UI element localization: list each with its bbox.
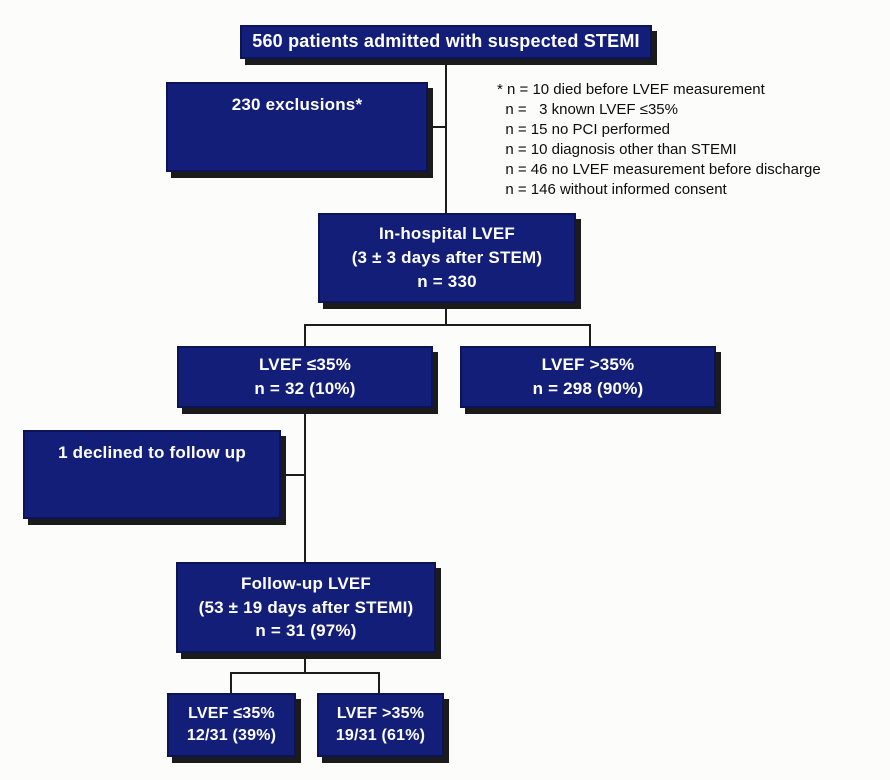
box-text-line: LVEF ≤35% bbox=[188, 704, 275, 722]
box-text-line: 1 declined to follow up bbox=[58, 443, 246, 462]
footnote-line: * n = 10 died before LVEF measurement bbox=[497, 81, 765, 98]
footnote-line: n = 146 without informed consent bbox=[497, 181, 727, 198]
box-declined-followup: 1 declined to follow up bbox=[23, 430, 281, 519]
box-lvef-le35: LVEF ≤35% n = 32 (10%) bbox=[177, 346, 433, 408]
box-text-line: LVEF >35% bbox=[336, 704, 425, 722]
connector-split-bar-top bbox=[304, 324, 591, 326]
connector-followup-stem bbox=[304, 653, 306, 673]
footnote-line: n = 15 no PCI performed bbox=[497, 121, 671, 138]
box-lvef-gt35: LVEF >35% n = 298 (90%) bbox=[460, 346, 716, 408]
footnote-line: n = 3 known LVEF ≤35% bbox=[497, 101, 678, 118]
connector-split-bar-bottom bbox=[230, 672, 380, 674]
box-text-line: (3 ± 3 days after STEM) bbox=[351, 248, 543, 268]
connector-bottom-right-drop bbox=[378, 672, 380, 694]
box-text-line: Follow-up LVEF bbox=[241, 573, 371, 593]
box-text-line: n = 298 (90%) bbox=[532, 379, 644, 398]
connector-exclusions-branch bbox=[428, 126, 446, 128]
box-text-line: n = 32 (10%) bbox=[254, 379, 356, 398]
box-followup-lvef: Follow-up LVEF (53 ± 19 days after STEMI… bbox=[176, 562, 436, 653]
footnote-line: n = 46 no LVEF measurement before discha… bbox=[497, 161, 821, 178]
box-in-hospital-lvef: In-hospital LVEF (3 ± 3 days after STEM)… bbox=[318, 213, 576, 303]
box-text-line: n = 31 (97%) bbox=[255, 621, 357, 641]
box-text-line: 230 exclusions* bbox=[231, 95, 363, 114]
connector-split-left-drop bbox=[304, 324, 306, 347]
box-text-line: (53 ± 19 days after STEMI) bbox=[198, 597, 414, 617]
box-text-line: n = 330 bbox=[417, 271, 477, 291]
box-followup-lvef-gt35: LVEF >35% 19/31 (61%) bbox=[317, 693, 444, 757]
box-text-line: In-hospital LVEF bbox=[378, 224, 516, 244]
box-text-line: 12/31 (39%) bbox=[186, 727, 277, 744]
connector-admitted-to-inhospital bbox=[445, 59, 447, 213]
box-text-line: 19/31 (61%) bbox=[335, 727, 426, 744]
footnote-exclusion-reasons: * n = 10 died before LVEF measurement n … bbox=[497, 80, 821, 200]
connector-declined-branch bbox=[281, 474, 305, 476]
footnote-line: n = 10 diagnosis other than STEMI bbox=[497, 141, 737, 158]
box-followup-lvef-le35: LVEF ≤35% 12/31 (39%) bbox=[167, 693, 296, 757]
box-admitted-patients: 560 patients admitted with suspected STE… bbox=[240, 25, 652, 59]
box-text-line: 560 patients admitted with suspected STE… bbox=[252, 31, 640, 52]
box-exclusions: 230 exclusions* bbox=[166, 82, 428, 172]
box-text-line: LVEF ≤35% bbox=[258, 355, 352, 375]
connector-bottom-left-drop bbox=[230, 672, 232, 694]
connector-le35-to-followup bbox=[304, 408, 306, 563]
connector-split-right-drop bbox=[589, 324, 591, 347]
box-text-line: LVEF >35% bbox=[541, 355, 635, 375]
connector-inhospital-stem bbox=[445, 303, 447, 325]
